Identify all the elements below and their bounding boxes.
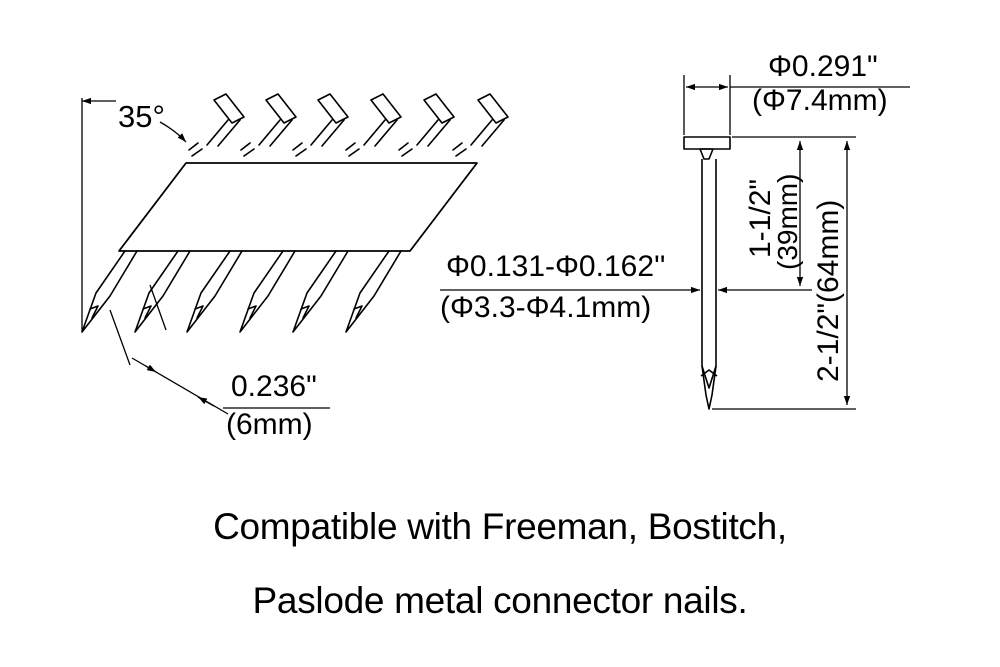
spacing-metric-label: (6mm) (226, 408, 313, 441)
head-diameter-label: Φ0.291" (768, 50, 878, 83)
shank-diameter-metric-label: (Φ3.3-Φ4.1mm) (440, 291, 651, 324)
strip-nail (186, 93, 349, 333)
nail-head (683, 136, 731, 150)
spacing-label: 0.236" (231, 370, 317, 403)
long-length-label: 2-1/2"(64mm) (812, 200, 845, 382)
strip-nail (345, 93, 509, 333)
head-diameter-metric-label: (Φ7.4mm) (752, 84, 888, 117)
collation-band (118, 162, 478, 252)
head-diameter-dimension (683, 75, 910, 135)
collated-nail-strip (81, 93, 509, 333)
angle-label: 35° (118, 99, 165, 134)
short-length-metric-label: (39mm) (772, 174, 803, 270)
length-dimensions (712, 136, 856, 410)
angle-dimension (81, 97, 187, 332)
spacing-dimension (109, 284, 330, 415)
strip-nail (134, 93, 297, 333)
single-nail (683, 136, 731, 410)
caption-line-1: Compatible with Freeman, Bostitch, (213, 506, 787, 547)
strip-nail (292, 93, 455, 333)
strip-nail (239, 93, 402, 333)
shank-diameter-label: Φ0.131-Φ0.162'' (446, 250, 665, 283)
short-length-label: 1-1/2" (744, 179, 777, 258)
caption-line-2: Paslode metal connector nails. (252, 580, 748, 621)
